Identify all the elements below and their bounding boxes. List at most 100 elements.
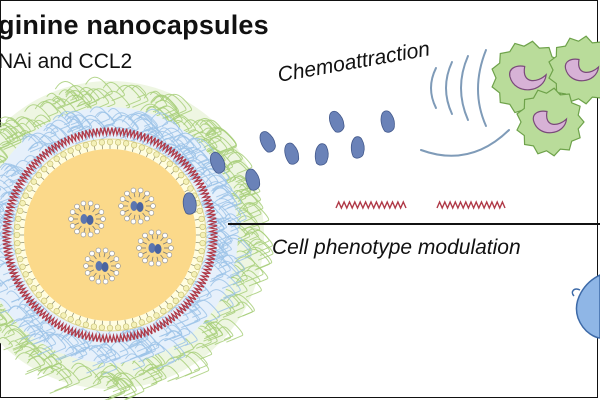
polymer-strand <box>230 207 258 231</box>
lipid-head <box>13 231 21 239</box>
micelle-head <box>144 190 150 197</box>
polymer-strand <box>0 242 16 259</box>
lipid-tail <box>40 290 45 294</box>
lipid-tail <box>36 183 40 186</box>
immune-cell-nucleus <box>509 65 547 91</box>
polymer-strand <box>147 366 163 381</box>
polymer-strand <box>0 311 8 327</box>
lipid-tail <box>180 284 184 287</box>
polymer-strand <box>74 328 94 345</box>
polymer-strand <box>58 113 73 126</box>
polymer-strand <box>226 293 255 319</box>
lipid-head <box>196 255 203 263</box>
polymer-strand <box>161 127 188 150</box>
polymer-strand <box>24 104 51 128</box>
lipid-head <box>22 192 29 199</box>
polymer-strand <box>116 84 141 107</box>
polymer-strand <box>47 353 62 367</box>
micelle-head <box>80 231 87 238</box>
polymer-strand <box>131 85 147 99</box>
polymer-strand <box>43 333 74 361</box>
lipid-head <box>199 223 206 231</box>
polymer-strand <box>186 305 202 318</box>
micelle-head <box>137 218 144 225</box>
polymer-strand <box>0 201 18 227</box>
signal-waves <box>420 49 510 157</box>
polymer-strand <box>7 277 24 291</box>
lipid-head <box>19 263 26 270</box>
polymer-strand <box>232 190 247 202</box>
lipid-head <box>30 285 37 292</box>
signal-wave <box>430 67 437 109</box>
lipid-head <box>98 139 106 146</box>
polymer-strand <box>0 202 5 213</box>
lipid-tail <box>194 219 199 221</box>
chemokine-body <box>259 131 276 153</box>
rna-strand <box>2 127 218 343</box>
micelle-head <box>83 263 89 269</box>
polymer-strand <box>13 116 36 136</box>
micelle-head <box>166 238 173 244</box>
micelle-head <box>148 196 155 202</box>
lipid-head <box>178 172 185 179</box>
lipid-head <box>106 324 114 332</box>
lipid-head <box>196 207 203 215</box>
lipid-tail <box>145 312 149 317</box>
signal-wave <box>477 49 487 127</box>
chemokine <box>259 131 276 153</box>
lipid-head <box>67 147 74 154</box>
chemokine <box>329 110 345 133</box>
lipid-tail <box>71 153 75 158</box>
lipid-tail <box>31 277 36 281</box>
polymer-strand <box>211 185 242 211</box>
lipid-tail <box>175 176 180 180</box>
polymer-strand <box>71 362 92 381</box>
polymer-strand <box>161 121 183 140</box>
lipid-head <box>14 223 21 231</box>
micelle-head <box>87 231 94 238</box>
polymer-strand <box>39 331 67 355</box>
micelle-head <box>87 200 94 207</box>
polymer-strand <box>156 105 183 128</box>
lipid-head <box>67 316 74 323</box>
polymer-strand <box>173 116 192 133</box>
lipid-tail <box>31 189 36 193</box>
micelle-head <box>168 245 174 251</box>
polymer-strand <box>0 122 18 139</box>
micelle-cargo <box>148 243 156 253</box>
micelle-head <box>68 216 74 222</box>
lipid-tail <box>64 309 68 314</box>
micelle-head <box>118 203 124 209</box>
polymer-strand <box>206 289 234 313</box>
lipid-tail <box>46 295 50 299</box>
polymer-strand <box>183 289 201 305</box>
polymer-strand <box>57 111 83 133</box>
figure-subtitle: NAi and CCL2 <box>0 50 133 73</box>
immune-cell-nucleus <box>564 58 600 82</box>
polymer-strand <box>82 345 108 367</box>
lipid-tail <box>71 312 75 317</box>
lipid-tail <box>51 300 55 305</box>
lipid-tail <box>175 290 180 294</box>
polymer-strand <box>115 377 137 397</box>
polymer-strand <box>182 296 200 313</box>
lipid-tail <box>46 171 50 175</box>
polymer-strand <box>113 372 145 400</box>
lipid-tail <box>139 150 142 155</box>
polymer-strand <box>0 297 12 314</box>
polymer-strand <box>210 279 236 302</box>
target-cell <box>571 274 600 339</box>
micelle-head <box>137 252 144 258</box>
lipid-head <box>60 312 67 319</box>
lipid-head <box>22 271 29 278</box>
lipid-tail <box>78 315 81 320</box>
lipid-head <box>153 312 160 319</box>
lipid-head <box>146 316 153 323</box>
micelle-head <box>94 203 100 210</box>
lipid-head <box>98 324 106 331</box>
polymer-strand <box>7 328 28 347</box>
chemokine <box>380 110 395 133</box>
polymer-strand <box>174 354 201 377</box>
micelle-cargo <box>86 215 94 225</box>
lipid-tail <box>94 146 96 151</box>
